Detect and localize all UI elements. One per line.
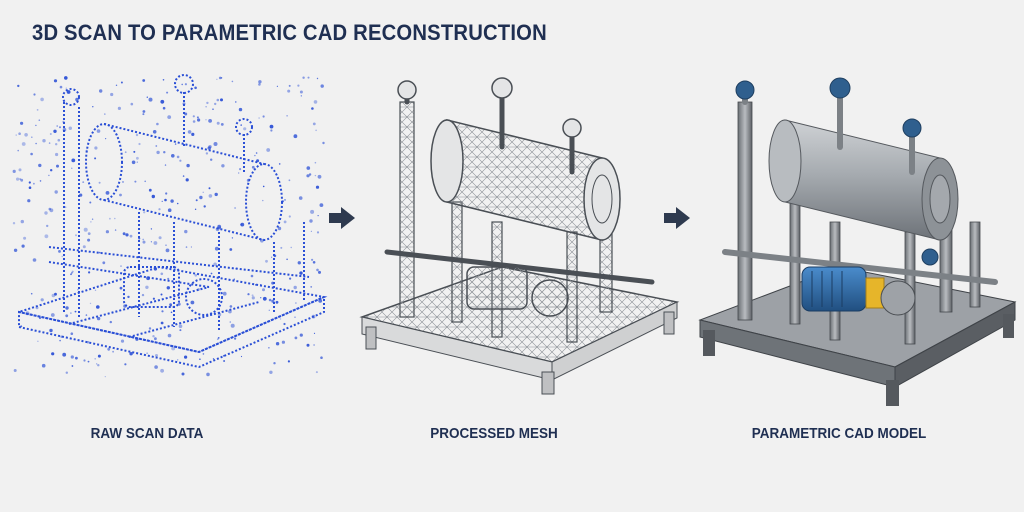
raw-scan-illustration	[8, 62, 330, 422]
parametric-cad-illustration	[690, 62, 1020, 422]
pump-skid-cad-model	[698, 77, 1017, 406]
diagram-title: 3D SCAN TO PARAMETRIC CAD RECONSTRUCTION	[32, 20, 547, 45]
processed-mesh-illustration	[352, 62, 682, 422]
stage-label-cad-model: PARAMETRIC CAD MODEL	[751, 425, 927, 442]
pump-skid-point-cloud	[12, 74, 328, 378]
right-arrow-icon	[329, 207, 355, 229]
stage-label-raw-scan: RAW SCAN DATA	[90, 425, 204, 442]
pump-skid-wireframe-mesh	[359, 77, 680, 395]
stage-label-processed-mesh: PROCESSED MESH	[430, 425, 558, 442]
right-arrow-icon	[664, 207, 690, 229]
